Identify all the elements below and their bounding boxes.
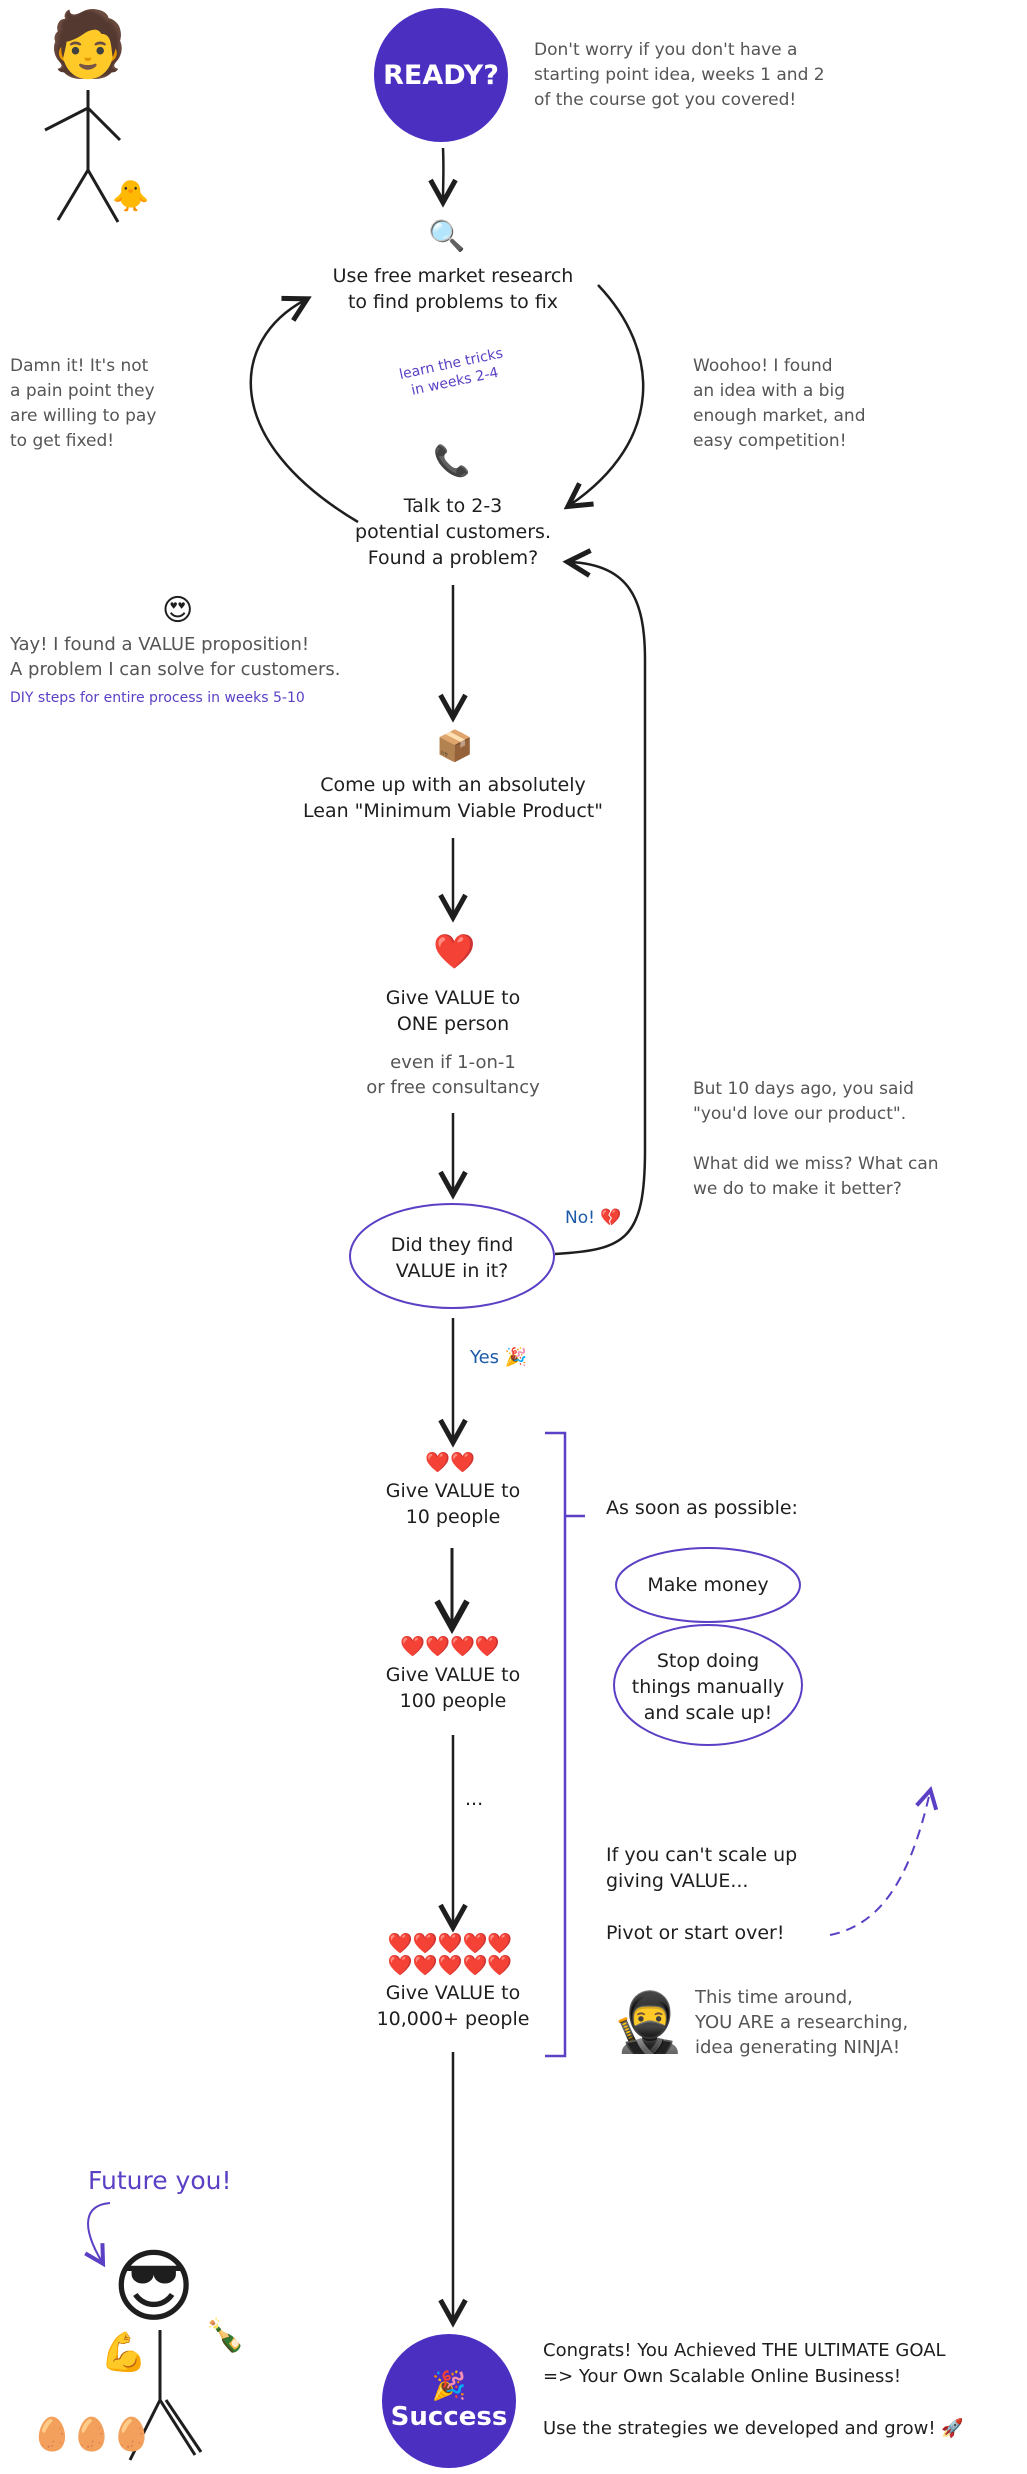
- no-label: No! 💔: [565, 1208, 622, 1228]
- arrow-talk-research: [249, 300, 359, 524]
- heart-eyes-icon: 😍: [162, 593, 194, 628]
- ellipsis-text: ...: [465, 1788, 484, 1810]
- search-icon: 🔍: [428, 219, 466, 254]
- person-emoji: 🧑: [48, 8, 128, 82]
- flexed-arm-icon: 💪: [100, 2330, 148, 2374]
- two-hearts-icon: ❤️❤️: [425, 1450, 475, 1474]
- ninja-note: This time around,YOU ARE a researching,i…: [695, 1987, 909, 2058]
- yes-label: Yes 🎉: [470, 1347, 528, 1368]
- make-money-ellipse: [615, 1547, 801, 1623]
- ten-hearts-icon: ❤️❤️❤️❤️❤️❤️❤️❤️❤️❤️: [387, 1931, 513, 1977]
- cool-face-icon: 😎: [112, 2240, 196, 2333]
- scale-up-ellipse: [613, 1624, 803, 1746]
- pivot-feedback-note: But 10 days ago, you said"you'd love our…: [693, 1079, 939, 1199]
- future-arrow: [88, 2202, 111, 2262]
- ready-circle: READY?: [374, 8, 508, 142]
- party-icon: 🎉: [431, 2369, 467, 2402]
- phone-icon: 📞: [433, 444, 471, 479]
- asap-title: As soon as possible:: [606, 1497, 798, 1519]
- chick-emoji: 🐥: [112, 179, 150, 214]
- heart-icon: ❤️: [433, 932, 476, 972]
- make-money-text: Make money: [647, 1574, 769, 1596]
- ready-label: READY?: [383, 59, 499, 91]
- future-label: Future you!: [88, 2166, 232, 2195]
- pivot-text: Pivot or start over!: [606, 1922, 785, 1944]
- congrats-note: Congrats! You Achieved THE ULTIMATE GOAL…: [543, 2340, 964, 2439]
- future-stick-figure: [128, 2330, 203, 2461]
- success-label: Success: [390, 2402, 508, 2432]
- value-prop-note: Yay! I found a VALUE proposition!A probl…: [10, 634, 341, 680]
- diy-note: DIY steps for entire process in weeks 5-…: [10, 690, 305, 706]
- ninja-icon: 🥷: [612, 1988, 685, 2056]
- pivot-arrow: [829, 1792, 930, 1936]
- success-circle: 🎉 Success: [382, 2334, 516, 2468]
- scale-bracket: [545, 1431, 585, 2058]
- arrow-decision-talk: [554, 562, 647, 1256]
- four-hearts-icon: ❤️❤️❤️❤️: [400, 1634, 500, 1658]
- stick-figure: [44, 90, 122, 223]
- package-icon: 📦: [436, 729, 474, 764]
- decision-ellipse: [349, 1203, 555, 1309]
- champagne-icon: 🍾: [205, 2316, 245, 2354]
- arrow-research-talk: [570, 284, 645, 505]
- eggs-icon: 🥚🥚🥚: [32, 2415, 152, 2453]
